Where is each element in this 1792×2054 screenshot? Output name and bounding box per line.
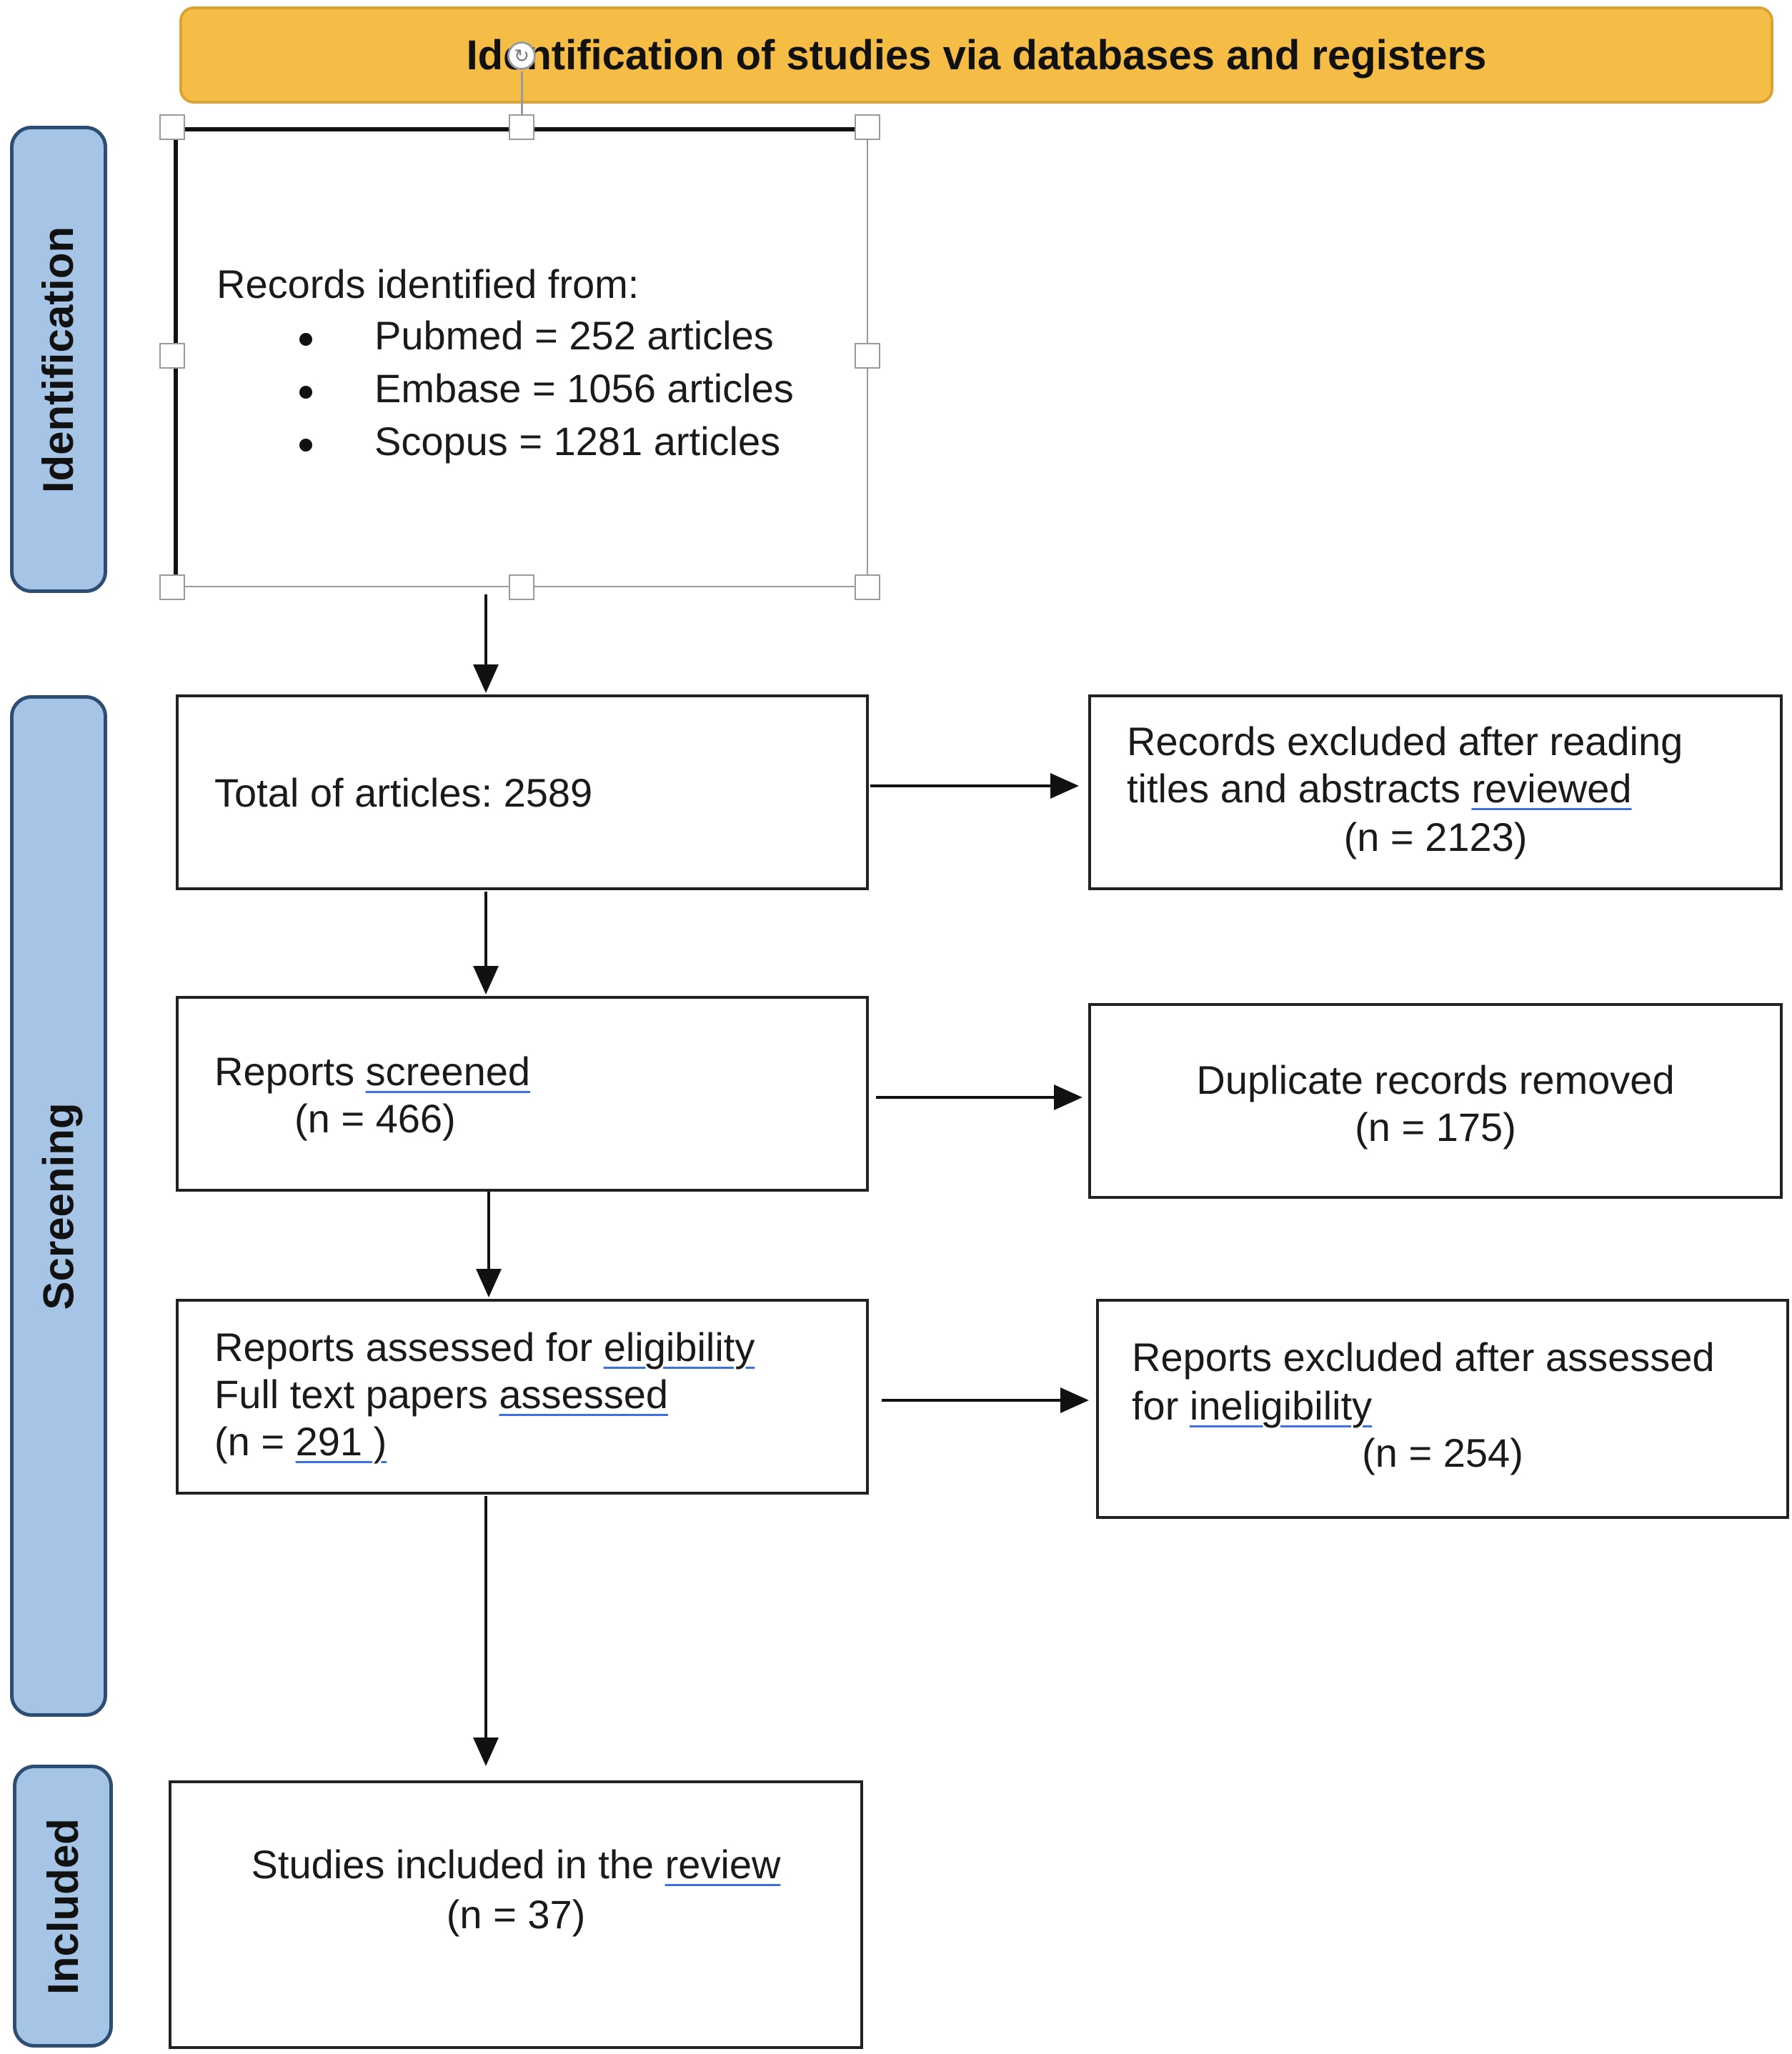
excluded-titles-box[interactable]: Records excluded after reading titles an… — [1088, 694, 1783, 890]
arrowhead-eligibility-to-excluded — [1060, 1387, 1089, 1413]
resize-handle-top-left[interactable] — [159, 114, 185, 140]
phase-screening: Screening — [10, 695, 107, 1717]
records-identified-heading: Records identified from: — [216, 261, 639, 306]
excluded-ineligible-line1: Reports excluded after assessed — [1132, 1335, 1715, 1380]
duplicates-label: Duplicate records removed — [1196, 1057, 1675, 1102]
resize-handle-middle-right[interactable] — [855, 343, 880, 369]
arrowhead-total-to-excluded — [1050, 773, 1079, 799]
arrowhead-identified-to-total — [473, 664, 499, 693]
phase-included: Included — [13, 1765, 113, 2048]
eligibility-line2: Full text papers assessed — [214, 1372, 668, 1417]
total-articles-box[interactable]: Total of articles: 2589 — [176, 694, 869, 890]
excluded-ineligible-line2: for ineligibility — [1132, 1383, 1373, 1428]
eligibility-line1: Reports assessed for eligibility — [214, 1325, 755, 1370]
studies-included-label: Studies included in the review — [251, 1842, 781, 1887]
resize-handle-bottom-center[interactable] — [509, 574, 534, 600]
rotate-handle-icon[interactable]: ↻ — [507, 41, 536, 70]
excluded-titles-count: (n = 2123) — [1343, 814, 1528, 859]
eligibility-count: (n = 291 ) — [214, 1419, 387, 1464]
total-articles-label: Total of articles: 2589 — [214, 770, 593, 815]
studies-included-box[interactable]: Studies included in the review (n = 37) — [169, 1780, 863, 2049]
resize-handle-bottom-right[interactable] — [855, 574, 880, 600]
excluded-titles-line2: titles and abstracts reviewed — [1127, 766, 1632, 811]
arrowhead-screened-to-duplicates — [1054, 1085, 1082, 1110]
resize-handle-middle-left[interactable] — [159, 343, 185, 369]
studies-included-count: (n = 37) — [446, 1892, 586, 1937]
excluded-ineligible-box[interactable]: Reports excluded after assessed for inel… — [1096, 1299, 1789, 1519]
excluded-ineligible-count: (n = 254) — [1362, 1430, 1523, 1475]
arrowhead-screened-to-eligibility — [476, 1269, 502, 1297]
eligibility-box[interactable]: Reports assessed for eligibility Full te… — [176, 1299, 869, 1495]
phase-identification: Identification — [10, 126, 107, 593]
arrowhead-eligibility-to-included — [473, 1738, 499, 1766]
duplicates-count: (n = 175) — [1355, 1105, 1516, 1150]
reports-screened-box[interactable]: Reports screened (n = 466) — [176, 996, 869, 1192]
excluded-titles-line1: Records excluded after reading — [1127, 719, 1683, 764]
arrowhead-total-to-screened — [473, 966, 499, 994]
duplicates-box[interactable]: Duplicate records removed (n = 175) — [1088, 1003, 1783, 1199]
resize-handle-top-right[interactable] — [855, 114, 880, 140]
reports-screened-label: Reports screened — [214, 1049, 531, 1094]
resize-handle-bottom-left[interactable] — [159, 574, 185, 600]
header-banner: Identification of studies via databases … — [179, 6, 1773, 104]
reports-screened-count: (n = 466) — [294, 1096, 456, 1141]
rotate-handle-stem — [521, 71, 523, 116]
header-title: Identification of studies via databases … — [466, 31, 1487, 79]
